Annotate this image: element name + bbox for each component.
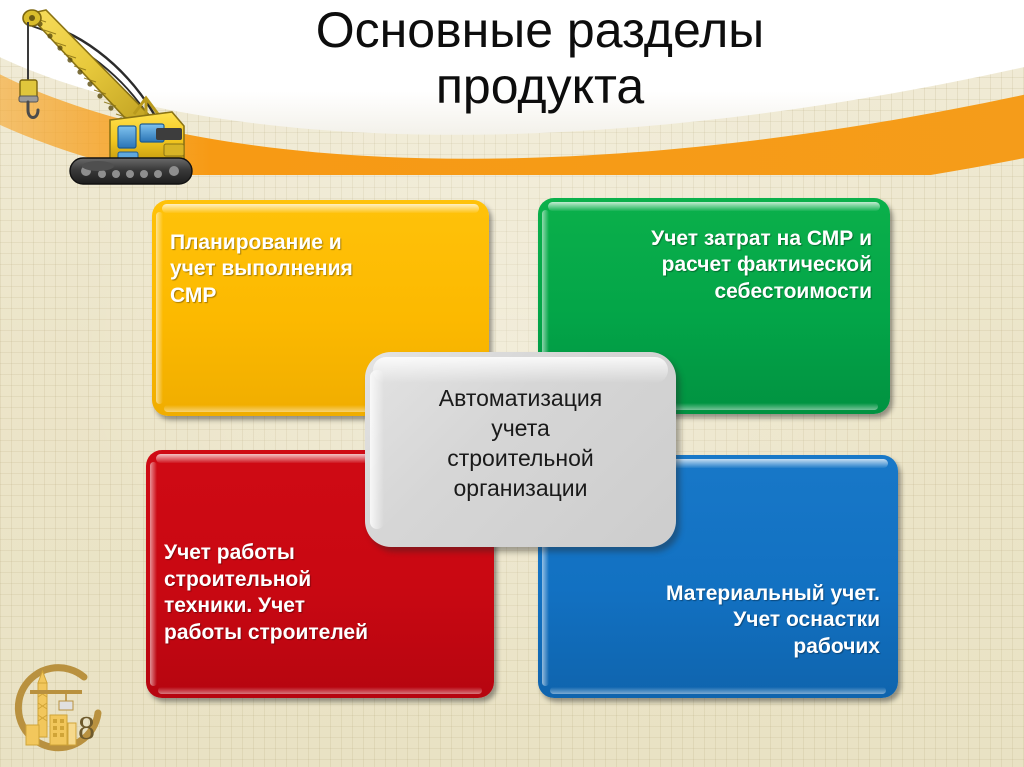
logo-numeral: 8 <box>78 710 95 747</box>
section-box-label: Материальный учет. Учет оснастки рабочих <box>666 581 880 658</box>
box-gloss-bottom <box>550 687 886 694</box>
center-hub-label: Автоматизация учета строительной организ… <box>438 385 603 501</box>
center-hub-node[interactable]: Автоматизация учета строительной организ… <box>365 352 676 547</box>
hub-gloss-highlight <box>373 357 668 383</box>
box-gloss-highlight <box>548 202 880 211</box>
box-gloss-highlight <box>162 204 479 213</box>
box-gloss-left <box>156 212 163 404</box>
section-box-label: Планирование и учет выполнения СМР <box>170 231 353 307</box>
section-box-label: Учет работы строительной техники. Учет р… <box>164 541 368 644</box>
box-gloss-bottom <box>158 687 482 694</box>
box-gloss-left <box>150 462 157 686</box>
section-box-materials[interactable]: Материальный учет. Учет оснастки рабочих <box>538 455 898 698</box>
section-box-label: Учет затрат на СМР и расчет фактической … <box>651 227 872 303</box>
construction-company-logo: 8 <box>6 661 116 761</box>
page-title: Основные разделы продукта <box>315 2 765 114</box>
crawler-crane-icon <box>6 2 206 192</box>
header-decorative-band <box>0 0 1024 175</box>
